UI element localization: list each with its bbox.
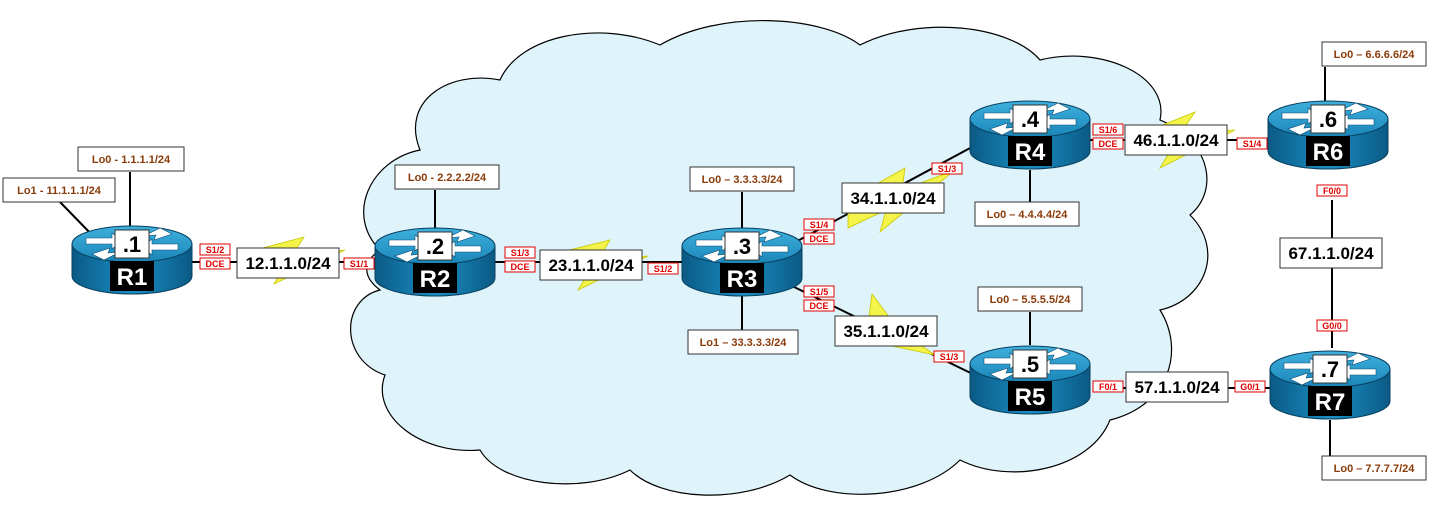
r6-lo0-label: Lo0 – 6.6.6.6/24 — [1334, 49, 1416, 61]
host-id-box — [1012, 104, 1048, 134]
intf-r3-s15: S1/5 — [810, 287, 829, 297]
r1-lo0-label: Lo0 - 1.1.1.1/24 — [92, 154, 171, 166]
router-host-id: .7 — [1321, 357, 1339, 382]
host-id-box — [1312, 354, 1348, 384]
router-name: R3 — [727, 266, 758, 293]
intf-r2-s11: S1/1 — [350, 259, 369, 269]
r3-lo0-label: Lo0 – 3.3.3.3/24 — [702, 174, 784, 186]
router-r1: .1R1 — [71, 225, 193, 295]
router-arrows-icon — [388, 229, 482, 263]
router-r7: .7R7 — [1269, 350, 1391, 420]
router-name-box — [1008, 381, 1052, 411]
intf-r3-dce-b: DCE — [809, 301, 828, 311]
intf-r3-s12: S1/2 — [654, 264, 673, 274]
net-57: 57.1.1.0/24 — [1134, 378, 1220, 397]
host-id-box — [1012, 349, 1048, 379]
router-name: R4 — [1015, 139, 1046, 166]
router-r3: .3R3 — [681, 227, 803, 297]
router-host-id: .5 — [1021, 352, 1039, 377]
intf-r1-s12: S1/2 — [206, 245, 225, 255]
routers: .1R1.2R2.3R3.4R4.5R5.6R6.7R7 — [71, 100, 1391, 420]
router-r5: .5R5 — [969, 345, 1091, 415]
intf-r1-dce: DCE — [205, 259, 224, 269]
router-name-box — [1306, 136, 1350, 166]
router-arrows-icon — [1281, 102, 1375, 136]
router-name-box — [1008, 136, 1052, 166]
router-name-box — [110, 261, 154, 291]
intf-r4-dce: DCE — [1098, 139, 1117, 149]
router-name: R6 — [1313, 139, 1344, 166]
intf-r6-f00: F0/0 — [1323, 186, 1341, 196]
intf-r7-g01: G0/1 — [1240, 382, 1260, 392]
network-labels: 12.1.1.0/24 23.1.1.0/24 34.1.1.0/24 35.1… — [236, 124, 1383, 403]
host-id-box — [417, 231, 453, 261]
net-46: 46.1.1.0/24 — [1133, 131, 1219, 150]
router-name-box — [413, 263, 457, 293]
intf-r3-s14: S1/4 — [810, 220, 829, 230]
router-r6: .6R6 — [1267, 100, 1389, 170]
router-name-box — [720, 263, 764, 293]
net-67: 67.1.1.0/24 — [1288, 244, 1374, 263]
router-host-id: .4 — [1021, 107, 1040, 132]
router-arrows-icon — [1283, 352, 1377, 386]
router-host-id: .2 — [426, 234, 444, 259]
r1-lo1-label: Lo1 - 11.1.1.1/24 — [17, 185, 102, 197]
router-name: R5 — [1015, 384, 1046, 411]
net-35: 35.1.1.0/24 — [843, 322, 929, 341]
r5-lo0-label: Lo0 – 5.5.5.5/24 — [990, 294, 1072, 306]
intf-r5-f01: F0/1 — [1099, 382, 1117, 392]
r7-lo0-label: Lo0 – 7.7.7.7/24 — [1334, 463, 1416, 475]
router-r2: .2R2 — [374, 227, 496, 297]
r3-lo1-label: Lo1 – 33.3.3.3/24 — [700, 337, 788, 349]
router-arrows-icon — [983, 347, 1077, 381]
intf-r4-s16: S1/6 — [1099, 125, 1118, 135]
router-name: R2 — [420, 266, 451, 293]
net-12: 12.1.1.0/24 — [245, 254, 331, 273]
intf-r2-s13: S1/3 — [511, 248, 530, 258]
router-r4: .4R4 — [969, 100, 1091, 170]
net-23: 23.1.1.0/24 — [548, 256, 634, 275]
net-34: 34.1.1.0/24 — [850, 189, 936, 208]
router-name-box — [1308, 386, 1352, 416]
router-host-id: .3 — [733, 234, 751, 259]
host-id-box — [724, 231, 760, 261]
router-arrows-icon — [983, 102, 1077, 136]
intf-r5-s13: S1/3 — [940, 352, 959, 362]
loopback-labels: Lo0 - 1.1.1.1/24 Lo1 - 11.1.1.1/24 Lo0 -… — [2, 41, 1427, 481]
router-arrows-icon — [85, 227, 179, 261]
r2-lo0-label: Lo0 - 2.2.2.2/24 — [408, 172, 487, 184]
router-host-id: .1 — [123, 232, 141, 257]
interface-labels: S1/2 DCE S1/1 S1/3 DCE S1/2 S1/4 DCE S1/… — [199, 123, 1348, 393]
intf-r6-s14: S1/4 — [1243, 139, 1262, 149]
r4-lo0-label: Lo0 – 4.4.4.4/24 — [987, 209, 1069, 221]
router-arrows-icon — [695, 229, 789, 263]
host-id-box — [1310, 104, 1346, 134]
intf-r2-dce: DCE — [510, 262, 529, 272]
intf-r7-g00: G0/0 — [1322, 321, 1342, 331]
router-host-id: .6 — [1319, 107, 1337, 132]
intf-r4-s13: S1/3 — [938, 164, 957, 174]
intf-r3-dce-a: DCE — [809, 234, 828, 244]
router-name: R7 — [1315, 389, 1346, 416]
router-name: R1 — [117, 264, 148, 291]
host-id-box — [114, 229, 150, 259]
